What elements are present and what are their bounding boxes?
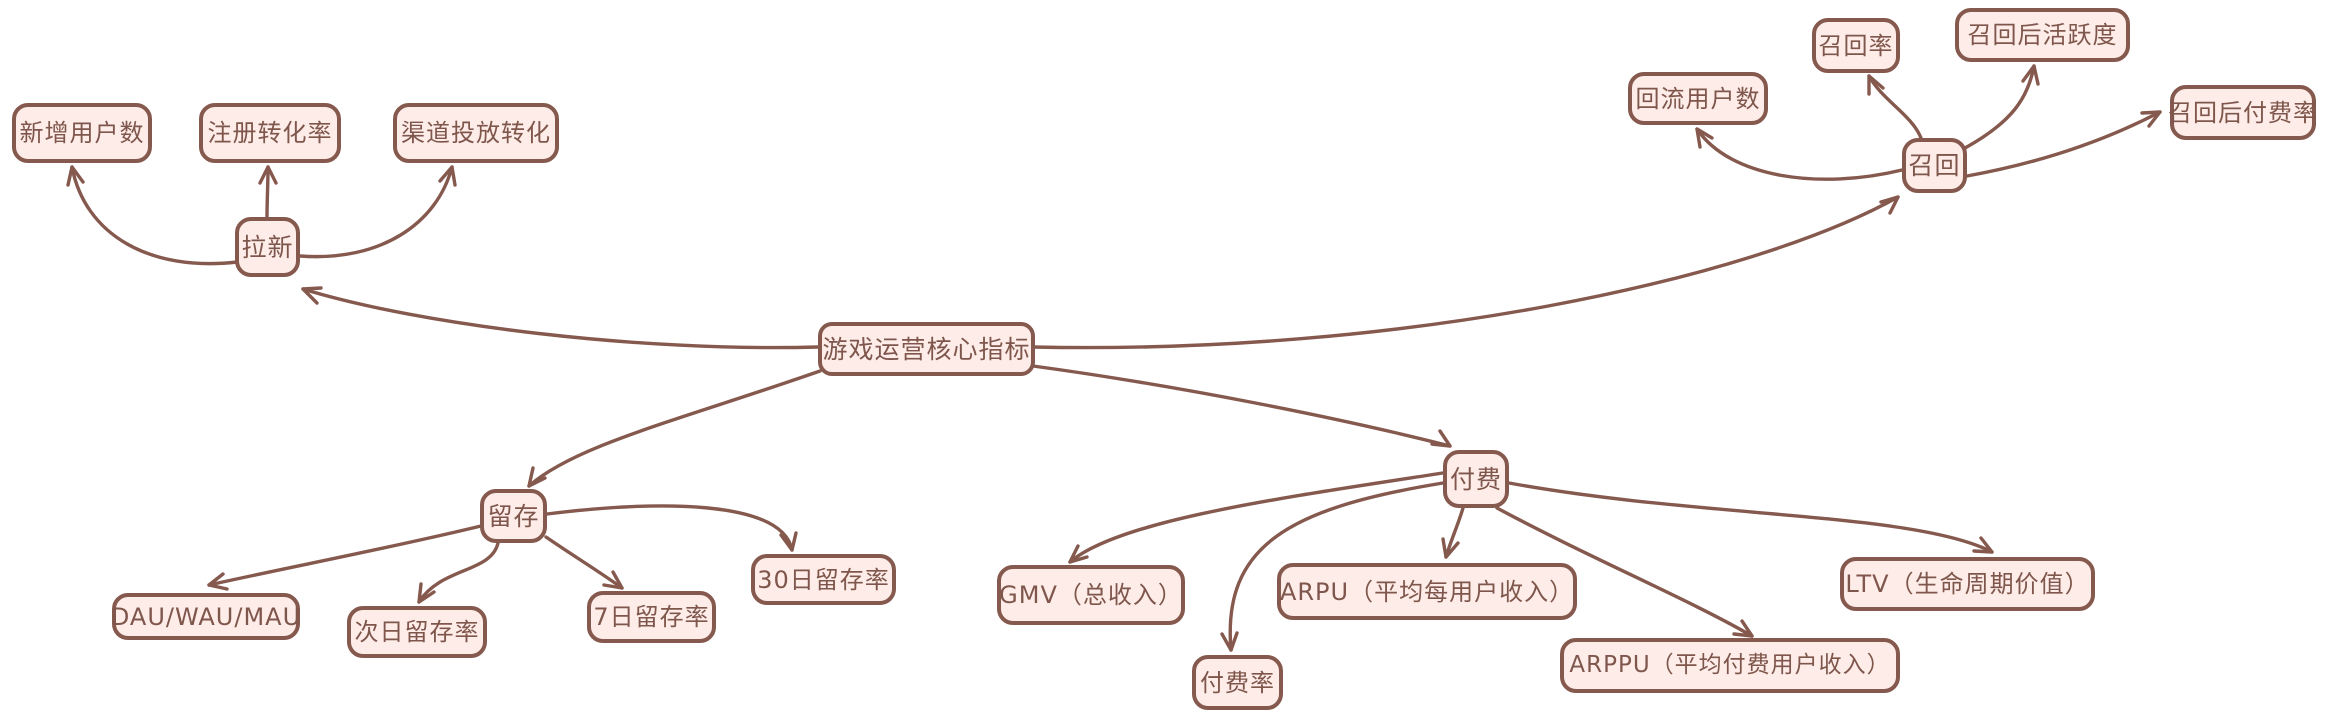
arrow-laxin-to-xinzeng[interactable]	[66, 165, 239, 266]
node-zhaohuilv[interactable]: 召回率	[1812, 18, 1900, 73]
arrow-zhaohui-to-zhaohoufufeilv[interactable]	[1965, 110, 2162, 178]
node-qudao-toufang-zhuanhua[interactable]: 渠道投放转化	[393, 103, 559, 163]
node-ciri-liucunlv[interactable]: 次日留存率	[347, 606, 487, 658]
arrow-liucun-to-qiri[interactable]	[544, 535, 624, 590]
arrow-root-to-liucun[interactable]	[527, 369, 822, 488]
arrow-fufei-to-arppu[interactable]	[1495, 506, 1754, 638]
node-ltv[interactable]: LTV（生命周期价值）	[1840, 557, 2095, 611]
node-dau-wau-mau[interactable]: DAU/WAU/MAU	[111, 593, 300, 640]
node-fufeilv[interactable]: 付费率	[1192, 655, 1283, 710]
arrow-zhaohui-to-huiliu[interactable]	[1695, 127, 1904, 181]
arrow-zhaohui-to-zhaohuilv[interactable]	[1867, 74, 1923, 140]
node-arpu[interactable]: ARPU（平均每用户收入）	[1277, 563, 1577, 620]
node-zhaohuihou-fufeilv[interactable]: 召回后付费率	[2168, 85, 2317, 140]
arrow-liucun-to-dau[interactable]	[207, 524, 483, 591]
node-xinzeng-yonghushu[interactable]: 新增用户数	[12, 103, 152, 163]
arrow-laxin-to-zhuce[interactable]	[258, 165, 278, 219]
arrow-fufei-to-ltv[interactable]	[1507, 481, 1994, 554]
node-arppu[interactable]: ARPPU（平均付费用户收入）	[1560, 638, 1900, 693]
node-zhuce-zhuanhualv[interactable]: 注册转化率	[199, 103, 341, 163]
arrow-laxin-to-qudao[interactable]	[298, 165, 457, 259]
arrow-root-to-laxin[interactable]	[301, 286, 820, 350]
arrow-root-to-fufei[interactable]	[1031, 364, 1452, 448]
node-sanshiri-liucunlv[interactable]: 30日留存率	[751, 554, 896, 605]
arrow-liucun-to-sanshiri[interactable]	[545, 504, 798, 552]
arrow-fufei-to-gmv[interactable]	[1068, 471, 1445, 564]
arrow-liucun-to-ciri[interactable]	[417, 541, 500, 604]
node-zhaohuihou-huoyuedu[interactable]: 召回后活跃度	[1955, 8, 2130, 62]
node-huiliu-yonghushu[interactable]: 回流用户数	[1628, 72, 1768, 125]
arrow-zhaohui-to-huoyuedu[interactable]	[1963, 64, 2040, 150]
node-root[interactable]: 游戏运营核心指标	[818, 322, 1035, 376]
node-qiri-liucunlv[interactable]: 7日留存率	[587, 591, 716, 643]
node-zhaohui[interactable]: 召回	[1902, 138, 1967, 193]
arrow-root-to-zhaohui[interactable]	[1031, 195, 1900, 350]
node-gmv[interactable]: GMV（总收入）	[997, 565, 1185, 625]
arrow-fufei-to-fufeilv[interactable]	[1220, 481, 1445, 652]
node-fufei[interactable]: 付费	[1443, 450, 1509, 508]
node-liucun[interactable]: 留存	[480, 489, 547, 543]
arrow-fufei-to-arpu[interactable]	[1441, 506, 1465, 559]
node-laxin[interactable]: 拉新	[235, 217, 300, 277]
